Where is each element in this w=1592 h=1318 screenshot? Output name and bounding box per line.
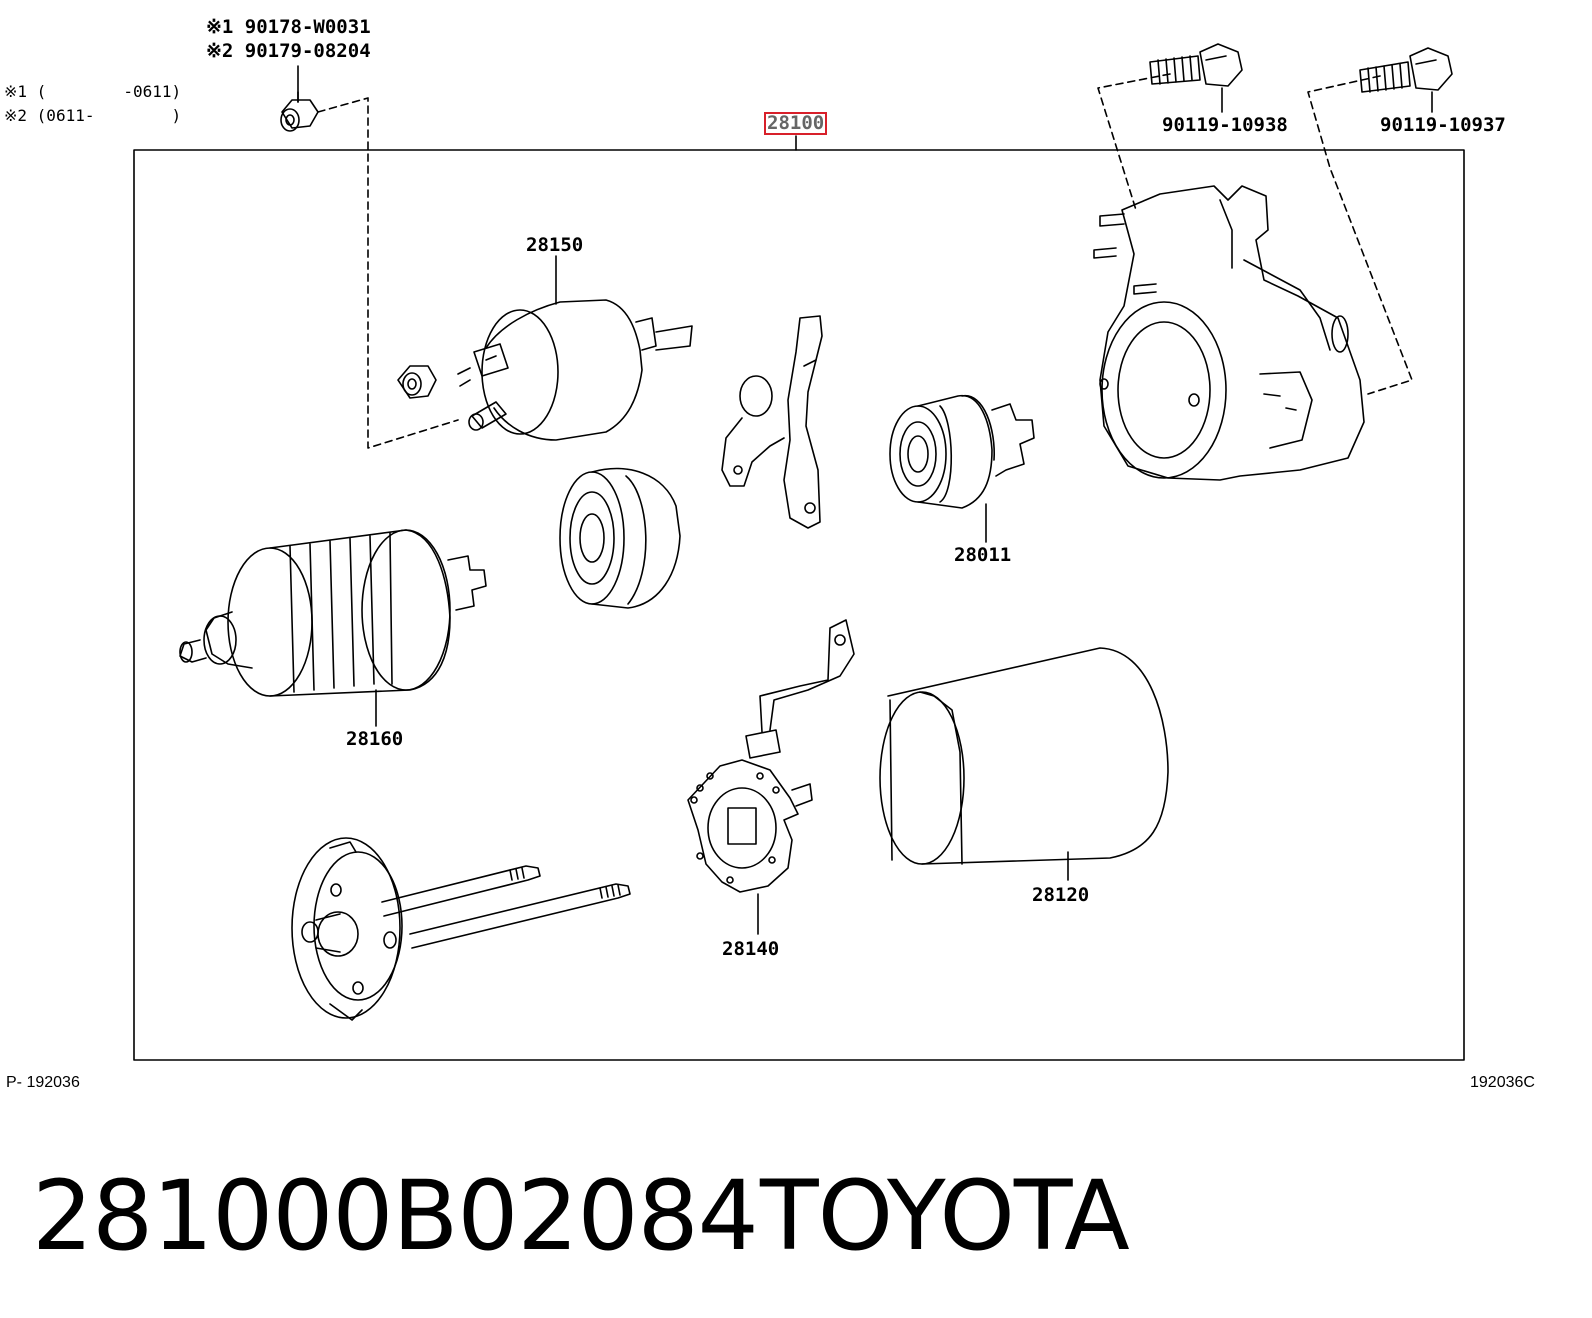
solenoid-switch — [457, 299, 693, 441]
part-label-yoke[interactable]: 28120 — [1032, 884, 1090, 906]
note-range1: ※1 ( -0611) — [4, 82, 182, 101]
part-label-bolt-a[interactable]: 90119-10938 — [1162, 114, 1288, 136]
caption-part-number: 281000B02084 — [32, 1160, 759, 1272]
note-ref2: ※2 90179-08204 — [206, 40, 371, 62]
note-ref1: ※1 90178-W0031 — [206, 16, 371, 38]
drive-housing — [1093, 185, 1365, 481]
dashed-connectors — [317, 73, 1413, 449]
bolt-b — [1359, 47, 1453, 93]
drive-housing-cup — [559, 467, 681, 609]
caption-brand: TOYOTA — [760, 1160, 1130, 1272]
part-label-brush-holder[interactable]: 28140 — [722, 938, 780, 960]
yoke — [879, 647, 1169, 865]
part-label-assembly[interactable]: 28100 — [764, 112, 828, 135]
footer-right-code: 192036C — [1470, 1074, 1535, 1091]
overrunning-clutch — [889, 394, 1035, 509]
assembly-frame — [133, 149, 1465, 1061]
nut-part — [280, 91, 319, 132]
part-label-armature[interactable]: 28160 — [346, 728, 404, 750]
note-range2: ※2 (0611- ) — [4, 106, 182, 125]
armature — [179, 529, 487, 697]
part-label-solenoid[interactable]: 28150 — [526, 234, 584, 256]
bolt-a — [1149, 43, 1243, 87]
solenoid-nut — [397, 365, 437, 399]
shift-lever — [721, 315, 823, 529]
part-label-clutch[interactable]: 28011 — [954, 544, 1012, 566]
part-label-bolt-b[interactable]: 90119-10937 — [1380, 114, 1506, 136]
footer-left-code: P- 192036 — [6, 1074, 80, 1091]
brush-holder — [687, 619, 855, 893]
end-frame-through-bolts — [291, 837, 631, 1021]
